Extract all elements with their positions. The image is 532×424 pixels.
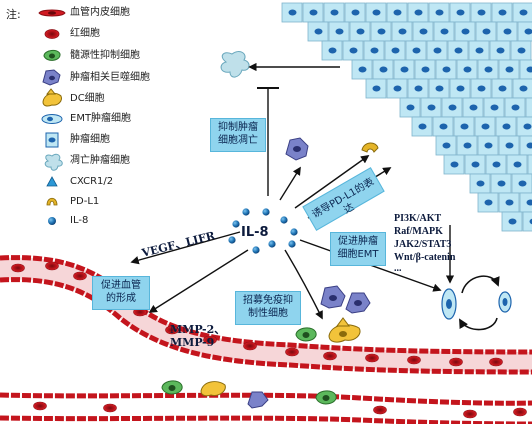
tam-icon bbox=[42, 69, 61, 86]
legend-label-mdsc: 髓源性抑制细胞 bbox=[70, 50, 140, 61]
dc-cell-2 bbox=[328, 317, 361, 343]
emt-tumor-cell-icon bbox=[41, 114, 63, 124]
legend-label-cxcr: CXCR1/2 bbox=[70, 176, 114, 187]
dc-cell bbox=[361, 142, 379, 153]
pathway-pi3k: PI3K/AKT bbox=[394, 213, 442, 224]
mmp-label-line-1: MMP-2、 bbox=[170, 323, 226, 336]
il8-icon bbox=[48, 217, 56, 225]
legend-label-endothelial: 血管内皮细胞 bbox=[70, 7, 130, 18]
mmp-label-line-2: MMP-9 bbox=[170, 336, 215, 349]
promote-angiogenesis-line-1: 促进血管 bbox=[101, 280, 141, 291]
mdsc-icon bbox=[43, 49, 61, 61]
legend-label-tumor: 肿瘤细胞 bbox=[70, 134, 110, 145]
legend-label-tam: 肿瘤相关巨噬细胞 bbox=[70, 72, 150, 83]
mdsc-cell bbox=[295, 327, 317, 342]
promote-angiogenesis-line-2: 的形成 bbox=[106, 293, 136, 304]
cxcr-receptor-icon bbox=[46, 176, 58, 187]
mdsc-cell-vessel-1 bbox=[161, 380, 183, 395]
il8-center-label: IL-8 bbox=[241, 225, 269, 240]
pathway-raf: Raf/MAPK bbox=[394, 226, 443, 237]
apoptotic-cell bbox=[220, 51, 250, 78]
dc-icon bbox=[42, 88, 62, 107]
tumor-cell-icon bbox=[45, 132, 59, 148]
legend-label-pdl1: PD-L1 bbox=[70, 196, 100, 207]
arrows bbox=[130, 62, 455, 320]
legend-label-apoptotic: 凋亡肿瘤细胞 bbox=[70, 155, 130, 166]
legend-prefix: 注: bbox=[6, 8, 21, 21]
mdsc-cell-vessel-2 bbox=[315, 390, 337, 405]
vascular-endothelial-cell-icon bbox=[38, 9, 66, 17]
recruit-suppressor-line-1: 招募免疫抑 bbox=[243, 295, 293, 306]
il8-molecule-cluster bbox=[228, 208, 298, 254]
legend-label-emt: EMT肿瘤细胞 bbox=[70, 113, 132, 124]
tam-cell-3 bbox=[345, 292, 371, 314]
pathway-wnt: Wnt/β-catenin bbox=[394, 252, 456, 263]
inhibit-apoptosis-line-1: 抑制肿瘤 bbox=[218, 122, 258, 133]
tumor-tissue bbox=[281, 2, 532, 232]
red-blood-cell-icon bbox=[44, 29, 60, 39]
promote-emt-line-1: 促进肿瘤 bbox=[338, 236, 378, 247]
legend-label-rbc: 红细胞 bbox=[70, 28, 100, 39]
promote-angiogenesis-box: 促进血管 的形成 bbox=[92, 276, 150, 310]
recruit-suppressor-line-2: 制性细胞 bbox=[248, 308, 288, 319]
apoptotic-tumor-cell-icon bbox=[44, 153, 63, 171]
emt-cycle bbox=[441, 275, 512, 331]
pathway-more: ... bbox=[394, 263, 402, 274]
dc-cell-vessel bbox=[200, 381, 226, 397]
tam-cell bbox=[285, 137, 309, 161]
legend-label-il8: IL-8 bbox=[70, 215, 89, 226]
pathway-jak2: JAK2/STAT3 bbox=[394, 239, 452, 250]
recruit-suppressor-box: 招募免疫抑 制性细胞 bbox=[235, 291, 301, 325]
inhibit-apoptosis-box: 抑制肿瘤 细胞凋亡 bbox=[210, 118, 266, 152]
pd-l1-icon bbox=[46, 197, 58, 206]
promote-emt-box: 促进肿瘤 细胞EMT bbox=[330, 232, 386, 266]
legend-icons bbox=[38, 9, 66, 225]
tam-cell-vessel bbox=[247, 391, 269, 409]
tam-cell-2 bbox=[320, 285, 346, 309]
promote-emt-line-2: 细胞EMT bbox=[337, 249, 379, 260]
inhibit-apoptosis-line-2: 细胞凋亡 bbox=[218, 135, 258, 146]
legend-label-dc: DC细胞 bbox=[70, 93, 105, 104]
